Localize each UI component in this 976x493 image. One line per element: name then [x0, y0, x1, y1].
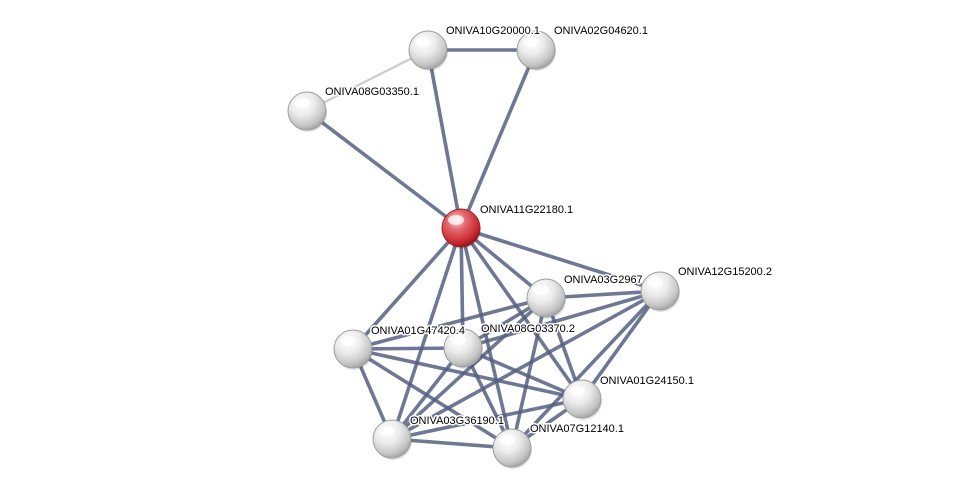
node-highlight: [647, 278, 663, 288]
edge-n6-n8[interactable]: [351, 347, 584, 401]
edges-layer: [305, 48, 662, 450]
node-label-n5: ONIVA12G15200.2: [678, 266, 772, 278]
node-highlight: [450, 335, 466, 345]
edge-n9-n10[interactable]: [390, 437, 514, 450]
node-label-n7: ONIVA08G03370.2: [481, 323, 575, 335]
node-circle-n0[interactable]: [441, 208, 481, 248]
partner-node[interactable]: [516, 30, 556, 71]
partner-node[interactable]: [372, 419, 412, 460]
node-highlight: [499, 435, 515, 445]
edge-n5-n9[interactable]: [390, 289, 662, 441]
node-circle-n8[interactable]: [562, 379, 602, 419]
node-circle-n6[interactable]: [333, 329, 373, 369]
edge-n0-n3[interactable]: [305, 109, 463, 230]
edge-n5-n10[interactable]: [510, 289, 662, 450]
edge-n4-n10[interactable]: [510, 296, 548, 450]
partner-node[interactable]: [443, 328, 483, 369]
query-node[interactable]: [441, 208, 481, 249]
partner-node[interactable]: [408, 30, 448, 71]
partner-node[interactable]: [640, 271, 680, 312]
node-label-n0: ONIVA11G22180.1: [480, 204, 573, 216]
node-label-n2: ONIVA02G04620.1: [554, 25, 648, 37]
node-circle-n10[interactable]: [492, 428, 532, 468]
node-label-n9: ONIVA03G36190.1: [410, 415, 504, 427]
node-label-n8: ONIVA01G24150.1: [600, 375, 694, 387]
partner-node[interactable]: [333, 329, 373, 370]
edge-n5-n7[interactable]: [461, 289, 662, 350]
node-highlight: [523, 37, 539, 47]
node-circle-n3[interactable]: [287, 91, 327, 131]
node-label-n3: ONIVA08G03350.1: [325, 86, 419, 98]
labels-layer: ONIVA11G22180.1 ONIVA10G20000.1 ONIVA02G04…: [324, 23, 774, 436]
partner-node[interactable]: [287, 91, 327, 132]
edge-n0-n2[interactable]: [459, 48, 538, 230]
node-label-n6: ONIVA01G47420.4: [371, 325, 465, 337]
edge-n7-n8[interactable]: [461, 346, 584, 401]
node-circle-n5[interactable]: [640, 271, 680, 311]
node-circle-n1[interactable]: [408, 30, 448, 70]
node-highlight: [533, 285, 549, 295]
node-label-n1: ONIVA10G20000.1: [446, 25, 540, 37]
edge-n8-n9[interactable]: [390, 397, 584, 441]
node-circle-n9[interactable]: [372, 419, 412, 459]
node-highlight: [340, 336, 356, 346]
node-highlight: [448, 215, 464, 225]
node-label-n10: ONIVA07G12140.1: [530, 423, 624, 435]
partner-node[interactable]: [526, 278, 566, 319]
node-highlight: [569, 386, 585, 396]
edge-n6-n10[interactable]: [351, 347, 514, 450]
node-highlight: [379, 426, 395, 436]
node-highlight: [294, 98, 310, 108]
edge-n4-n6[interactable]: [351, 296, 548, 351]
node-label-n4: ONIVA03G2967: [564, 274, 643, 286]
edge-n0-n5[interactable]: [459, 226, 662, 293]
node-highlight: [415, 37, 431, 47]
node-circle-n4[interactable]: [526, 278, 566, 318]
partner-node[interactable]: [562, 379, 602, 420]
nodes-layer: [287, 30, 680, 469]
edge-n0-n6[interactable]: [351, 226, 463, 351]
partner-node[interactable]: [492, 428, 532, 469]
edge-n0-n7[interactable]: [459, 226, 465, 350]
edge-n1-n3[interactable]: [305, 48, 430, 113]
edge-n4-n9[interactable]: [390, 296, 548, 441]
edge-n0-n10[interactable]: [459, 226, 514, 450]
edge-n5-n8[interactable]: [580, 289, 662, 401]
edge-n0-n1[interactable]: [426, 48, 463, 230]
edge-n0-n9[interactable]: [390, 226, 463, 441]
